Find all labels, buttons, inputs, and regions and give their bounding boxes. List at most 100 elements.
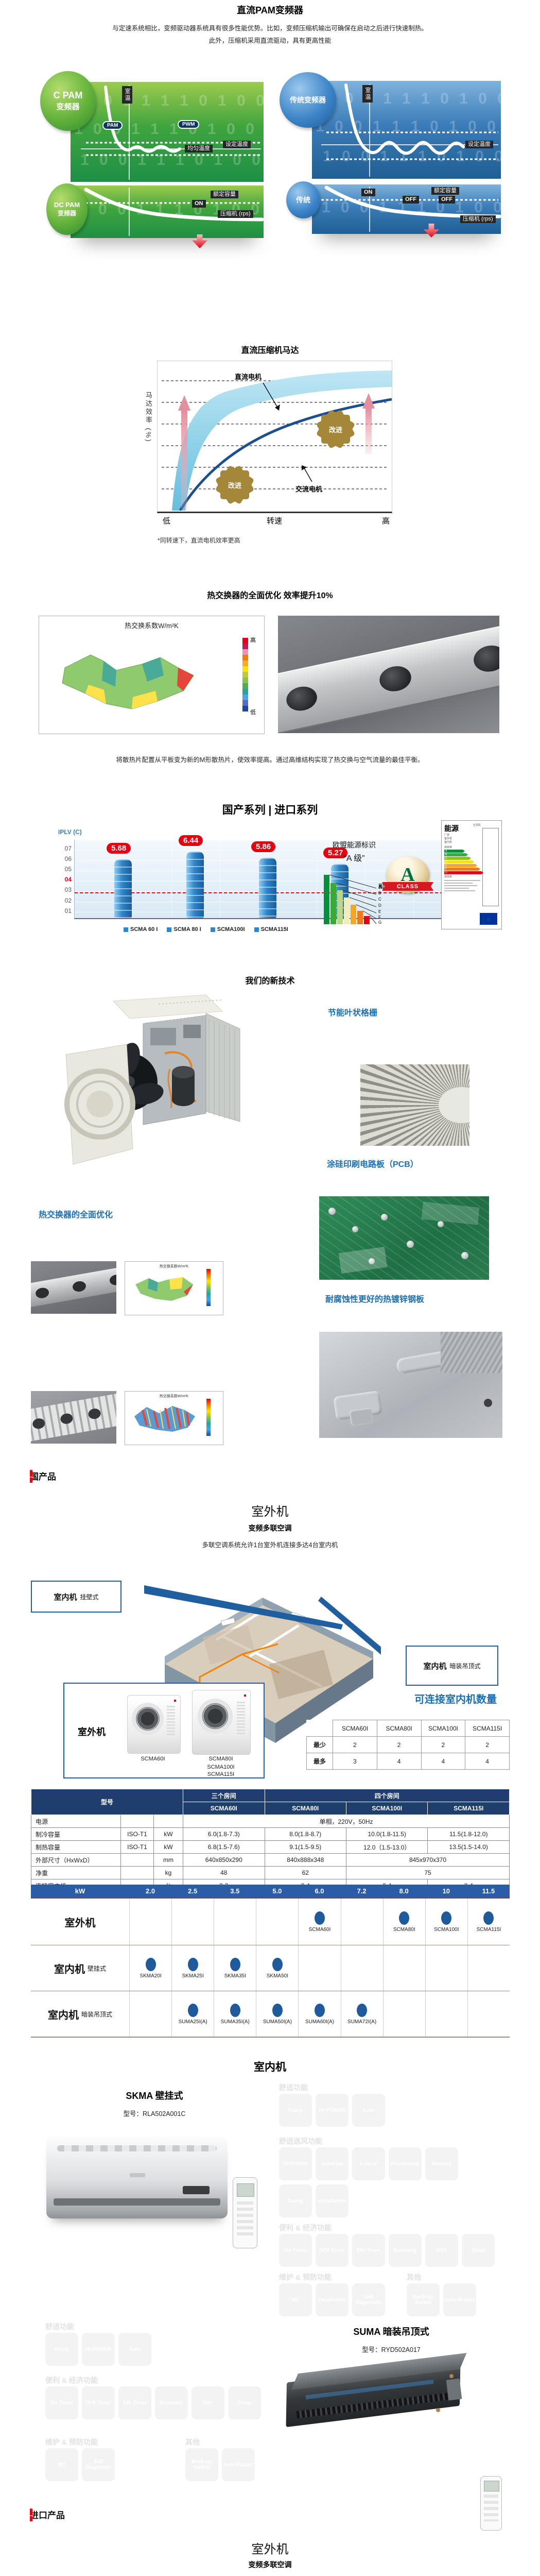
dc-motor-label: 直流电机	[235, 373, 262, 381]
eu-label-high: 高效率	[444, 846, 452, 849]
model-label: SCMA80I	[208, 1756, 233, 1762]
improve-badge: 改进	[215, 465, 255, 505]
selfdiag-icon: Self Diagnostic	[352, 2283, 385, 2316]
page-title: 直流PAM变频器	[237, 5, 303, 15]
model-label: SCMA115I	[207, 1771, 235, 1777]
scale-low: 低	[250, 709, 256, 716]
selfdiag-icon: Self Diagnostic	[82, 2448, 115, 2481]
connect-col: SCMA80I	[376, 1720, 422, 1737]
dot-icon	[441, 1911, 452, 1925]
sim-title-small: 热交换系数W/m²K	[159, 1395, 189, 1398]
eu-label-indoor: 室内机	[444, 841, 452, 844]
economy-icon: Economy	[389, 2234, 422, 2267]
dot-icon	[230, 1957, 240, 1971]
feature-icons-other: Back-up Switch Auto Restart	[407, 2283, 476, 2316]
mc-icon: MC	[279, 2283, 312, 2316]
model-label: SCMA60I	[141, 1756, 165, 1762]
feature-icons-other: Back-up Switch Auto Restart	[185, 2448, 255, 2481]
matrix-row-wall: 室内机壁挂式 SKMA20I SKMA25I SKMA35I SKMA50I	[31, 1945, 510, 1991]
suma-remote-photo	[480, 2476, 502, 2531]
dcpam-chart: 0 1 0 0 1 1 1 0 1 0 0 1 1 1 0 1 0 0 1 额定…	[71, 185, 264, 238]
ytick: 02	[64, 897, 72, 904]
ytick: 05	[64, 866, 72, 873]
hex-sim-title: 热交换系数W/m²K	[125, 622, 179, 630]
mc-icon: MC	[45, 2448, 78, 2481]
pam-desc-2: 此外，压缩机采用直流驱动，具有更高性能	[208, 37, 332, 44]
callout-ceiling-indoor: 室内机暗装吊顶式	[406, 1646, 498, 1686]
skma-model: 型号：RLA502A001C	[123, 2110, 186, 2117]
eu-title: 欧盟能源标识	[333, 841, 376, 849]
feature-icons-convenience: On Timer OFF Timer 24h Timer Economy DRY…	[45, 2386, 261, 2419]
fuzzy-icon: Fuzzy	[279, 2094, 312, 2127]
feature-icons-air: UP/DOWN AutoFlap Lateral Positioning Mem…	[279, 2147, 458, 2180]
offtimer-icon: OFF Timer	[82, 2386, 115, 2419]
skma-title: SKMA 壁挂式	[126, 2091, 183, 2101]
eu-letter: A	[378, 884, 382, 890]
fin2-photo-small	[31, 1391, 116, 1444]
connect-col: SCMA60I	[333, 1720, 377, 1737]
eu-label-bar: E	[444, 864, 477, 867]
installation-icon: Installation	[316, 2184, 349, 2217]
binary-texture: 0 1 0 0 1 1 1 0 1 0 0 1 1 1 0 1 0 0 1	[71, 92, 264, 109]
feature-group-comfort: 舒适功能	[45, 2323, 74, 2331]
24htimer-icon: 24h Timer	[118, 2386, 151, 2419]
autorestart-icon: Auto Restart	[443, 2283, 476, 2316]
set-temp-chip: 设定温度	[465, 141, 493, 148]
imported-section-header: 进口产品	[30, 2507, 65, 2521]
compressor-chip: 压缩机 (rps)	[460, 215, 496, 223]
suma-title: SUMA 暗装吊顶式	[353, 2327, 429, 2337]
ytick: 01	[64, 907, 72, 914]
red-bar-icon	[30, 1469, 32, 1483]
room-temp-chip: 室温	[122, 86, 132, 104]
table-row: 电源 单相，220V，50Hz	[31, 1815, 510, 1828]
pcb-feature-label: 涂硅印刷电路板（PCB）	[327, 1160, 419, 1169]
ac-motor-label: 交流电机	[295, 485, 323, 493]
lateral-icon: Lateral	[352, 2147, 385, 2180]
eu-letter: C	[378, 897, 381, 902]
dot-icon	[272, 2003, 283, 2017]
outdoor-unit-box: 室外机 SCMA60I SCMA80I SCMA100I SCMA115I	[63, 1683, 265, 1778]
eu-energy-label: 能源 空调机 厂家 室外机 室内机 高效率 A B C D E F G 低效率 …	[441, 820, 502, 929]
trad-lower-badge: 传统	[286, 181, 320, 218]
pwm-chip: PWM	[178, 120, 200, 129]
table-row: SCMA60I SCMA80I SCMA100I SCMA115I	[306, 1720, 510, 1737]
motor-section-title: 直流压缩机马达	[241, 346, 299, 355]
dot-icon	[314, 2003, 325, 2017]
feature-group-maintenance: 维护 & 预防功能	[45, 2438, 98, 2446]
table-row: 型号 三个房间四个房间	[30, 1789, 510, 1815]
eu-letter: F	[378, 915, 381, 920]
eu-flag-icon: ◌	[480, 913, 497, 925]
eu-letter: B	[378, 891, 381, 895]
callout-wall-indoor: 室内机挂壁式	[31, 1581, 121, 1613]
connect-col: SCMA115I	[465, 1720, 510, 1737]
matrix-row-outdoor: 室外机 SCMA60I SCMA80I SCMA100I SCMA115I	[31, 1899, 510, 1945]
updown-icon: UP/DOWN	[279, 2147, 312, 2180]
chart-legend: SCMA 60 I SCMA 80 I SCMA100I SCMA115I	[124, 926, 288, 933]
outdoor-box-label: 室外机	[78, 1727, 106, 1737]
value-badge: 5.86	[251, 841, 276, 852]
off-chip: OFF	[403, 196, 419, 204]
bar-scma60	[114, 859, 132, 918]
24htimer-icon: 24h Timer	[352, 2234, 385, 2267]
ytick-red: 04	[64, 876, 72, 883]
swing-icon: Swing	[279, 2184, 312, 2217]
backup-icon: Back-up Switch	[407, 2283, 440, 2316]
trad-chart: 0 1 0 0 1 1 1 0 1 0 0 1 1 1 0 1 0 0 1 0 …	[312, 81, 501, 179]
sim2-image-small: 热交换系数W/m²K	[125, 1391, 223, 1445]
x-mid: 转速	[267, 517, 283, 526]
motor-chart: 直流电机 交流电机 改进 改进	[157, 361, 392, 513]
dot-icon	[187, 1957, 198, 1971]
imported-outdoor-title: 室外机	[251, 2543, 289, 2556]
outdoor-unit-photo-scma60	[127, 1695, 181, 1754]
ytick: 07	[64, 845, 72, 852]
sleep-icon: Sleep	[462, 2234, 495, 2267]
ytick: 06	[64, 855, 72, 862]
hex-feature-label: 热交换器的全面优化	[39, 1211, 113, 1219]
eu-label-title: 能源	[444, 824, 459, 833]
